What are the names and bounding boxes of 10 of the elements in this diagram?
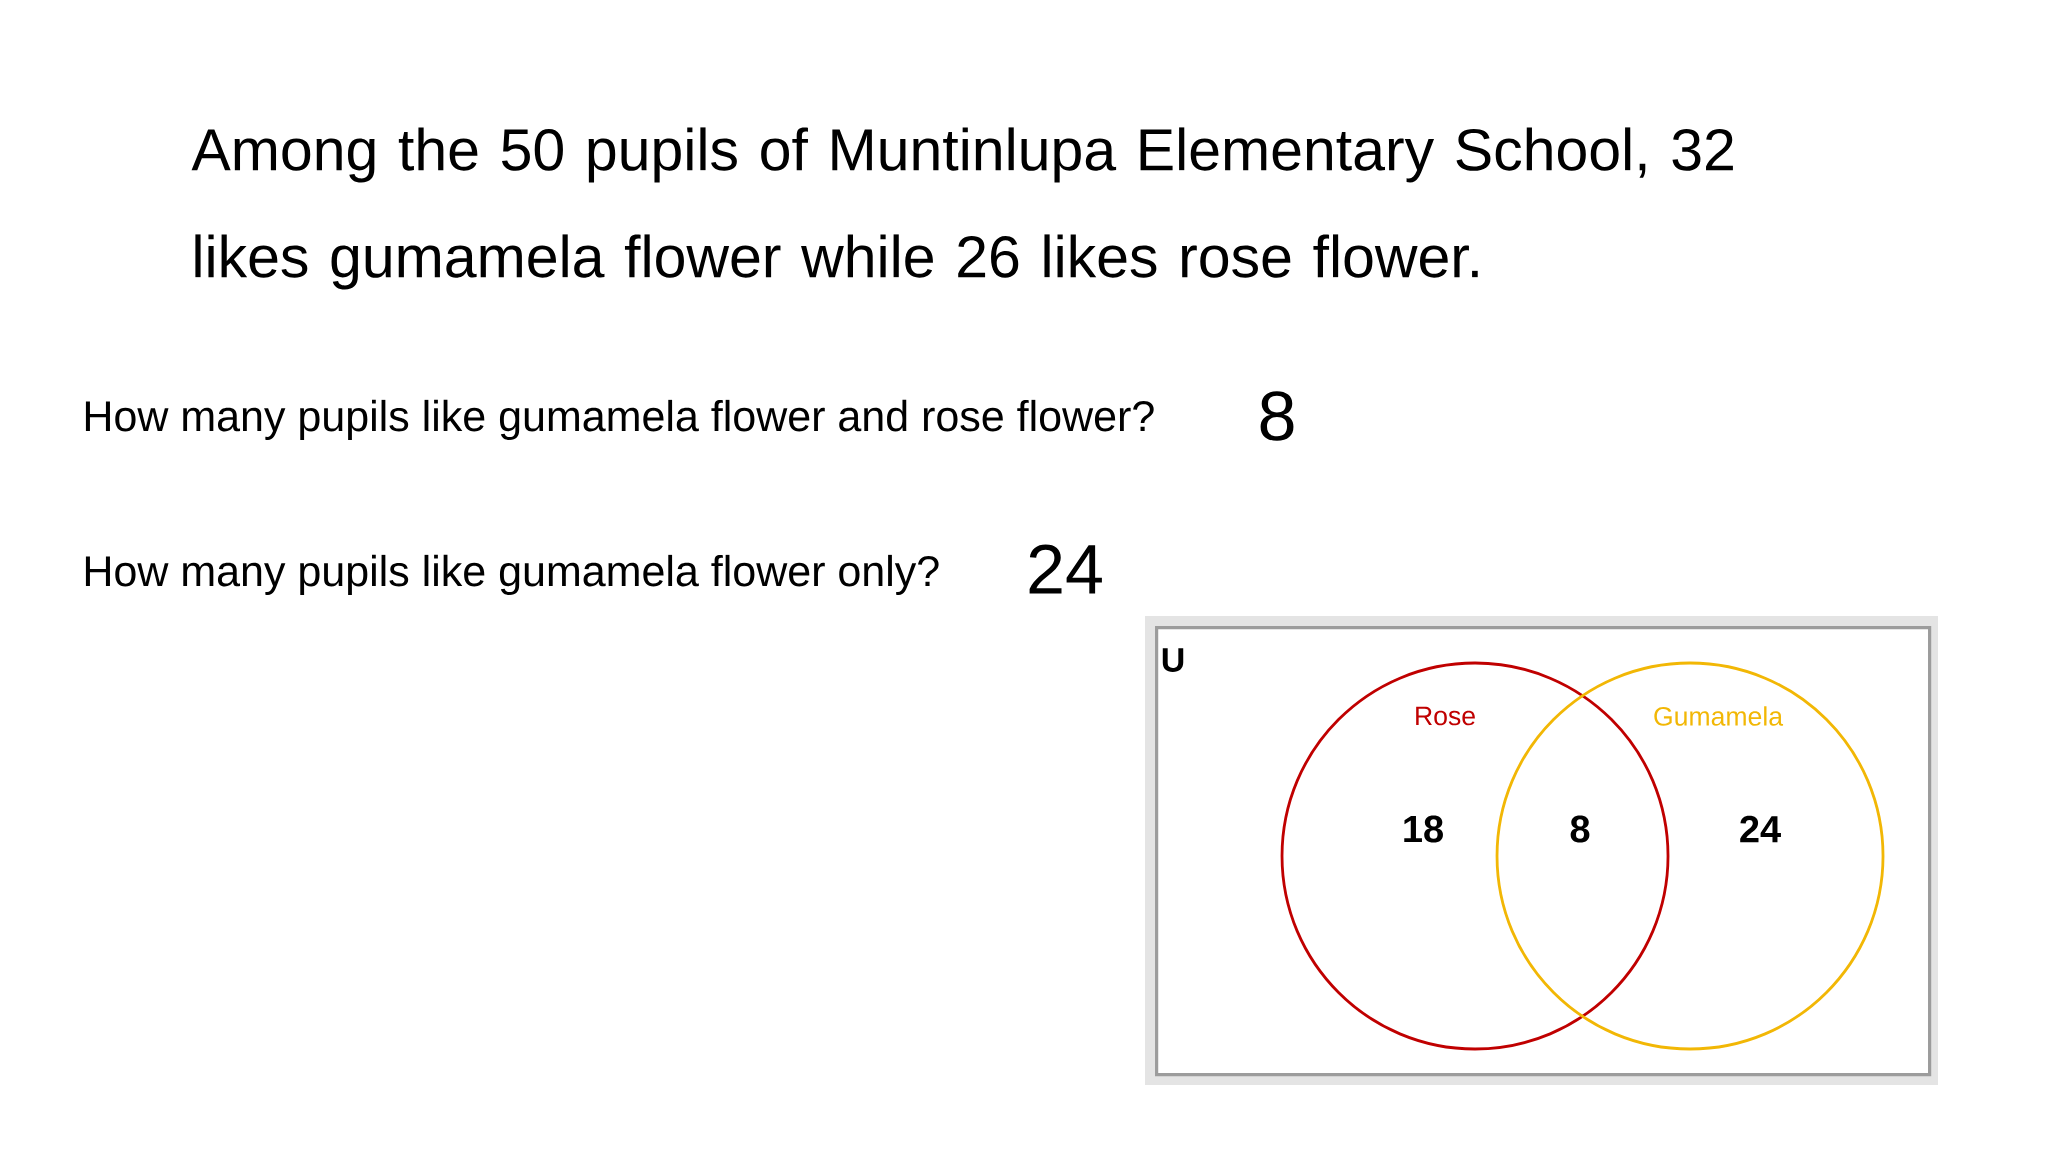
region-count: 8 [1570,815,1590,843]
answer-number: 8 [1260,391,1294,441]
set-label: Rose [1416,706,1475,726]
answer-number: 24 [1029,544,1102,594]
problem-statement: Among the 50 pupils of Muntinlupa Elementary School, 32 likes gumamela flower while 26 likes rose flower. [191,127,1733,290]
set-label: Gumamela [1654,706,1784,726]
question-text: How many pupils like gumamela flower and rose flower? [85,399,1154,440]
region-count: 18 [1404,815,1443,843]
question-text: How many pupils like gumamela flower only? [85,554,939,595]
region-count: 24 [1740,815,1781,843]
